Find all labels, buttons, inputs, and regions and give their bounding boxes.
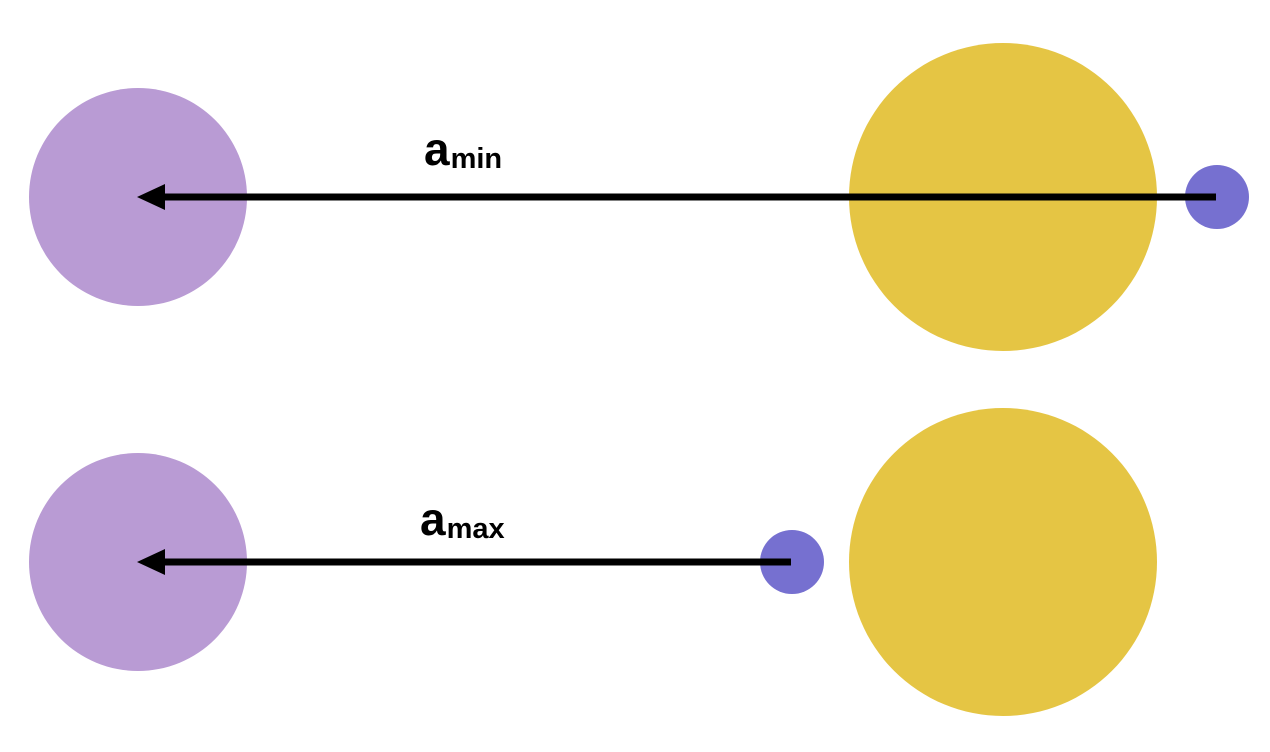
label-a-min-base: a <box>424 123 450 175</box>
arrowhead-max <box>137 549 165 575</box>
label-a-max-base: a <box>420 493 446 545</box>
label-a-max-subscript: max <box>446 513 505 545</box>
panel-max <box>29 408 1157 716</box>
star-bottom <box>849 408 1157 716</box>
panel-min <box>29 43 1249 351</box>
arrowhead-min <box>137 184 165 210</box>
label-a-max: amax <box>420 493 505 545</box>
label-a-min: amin <box>424 123 503 175</box>
planet-top <box>1185 165 1249 229</box>
planet-bottom <box>760 530 824 594</box>
label-a-min-subscript: min <box>450 143 503 175</box>
